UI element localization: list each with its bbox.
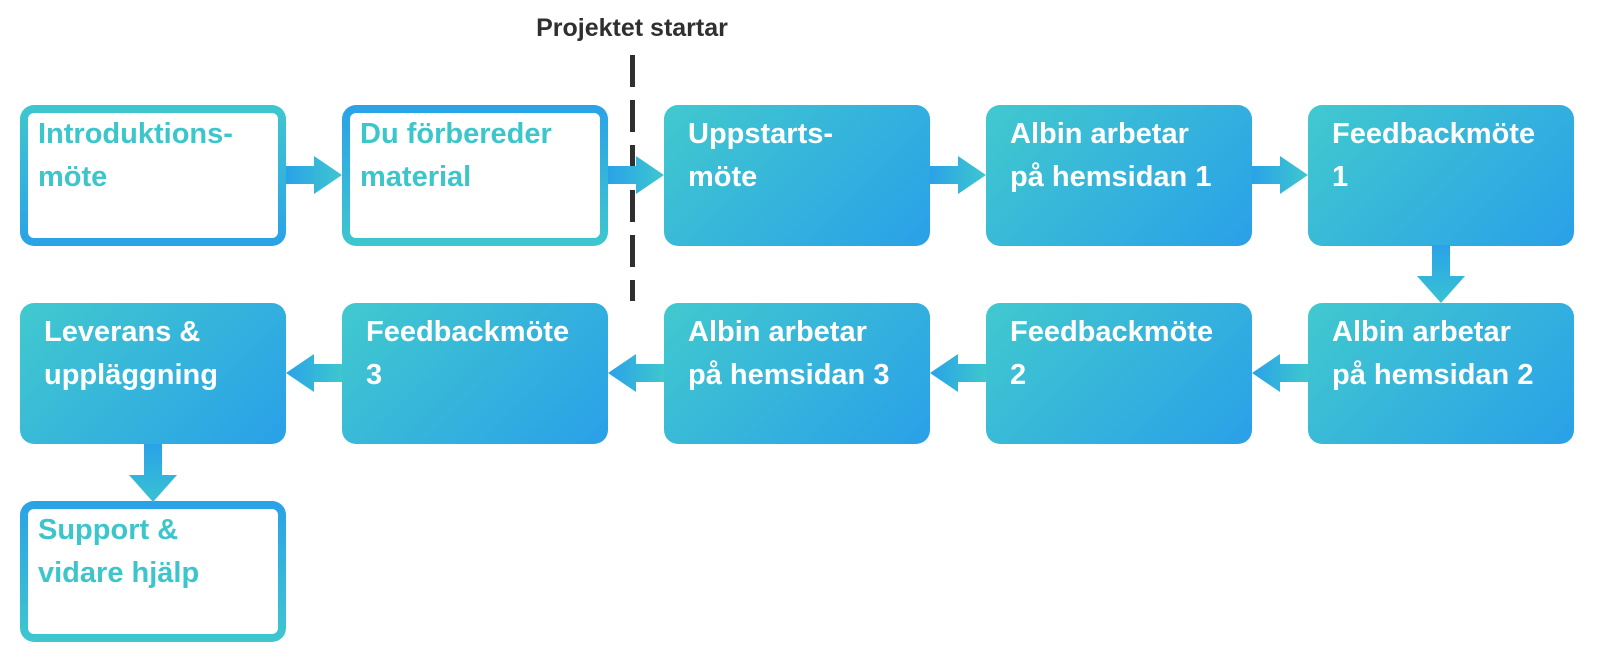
flow-step-albin-arbetar-3: Albin arbetar på hemsidan 3 (664, 303, 930, 444)
step-label-line: Feedbackmöte (366, 316, 570, 348)
step-label-line: Du förbereder (360, 118, 552, 150)
flow-step-albin-arbetar-2: Albin arbetar på hemsidan 2 (1308, 303, 1574, 444)
flow-step-feedbackmote-2: Feedbackmöte 2 (986, 303, 1252, 444)
step-label-line: vidare hjälp (38, 557, 200, 589)
arrow-right-icon (930, 156, 986, 194)
flow-step-uppstartsmote: Uppstarts- möte (664, 105, 930, 246)
step-label-line: Introduktions- (38, 118, 233, 150)
flow-step-support-vidare-hjalp: Support & vidare hjälp (20, 501, 286, 642)
milestone-label: Projektet startar (536, 14, 728, 42)
step-label-line: Albin arbetar (688, 316, 867, 348)
arrow-left-icon (1252, 354, 1308, 392)
step-label-line: Feedbackmöte (1332, 118, 1536, 150)
step-label-line: Albin arbetar (1332, 316, 1511, 348)
step-label-line: 3 (366, 359, 383, 391)
arrow-left-icon (930, 354, 986, 392)
arrow-down-icon (1417, 245, 1465, 303)
step-label-line: Uppstarts- (688, 118, 834, 150)
arrow-right-icon (608, 156, 664, 194)
step-label-line: möte (688, 161, 758, 193)
arrow-left-icon (286, 354, 342, 392)
flow-step-feedbackmote-1: Feedbackmöte 1 (1308, 105, 1574, 246)
step-label-line: på hemsidan 3 (688, 359, 890, 391)
step-label-line: material (360, 161, 472, 193)
step-label-line: Leverans & (44, 316, 201, 348)
step-label-line: på hemsidan 2 (1332, 359, 1534, 391)
step-label-line: 2 (1010, 359, 1027, 391)
step-label-line: Feedbackmöte (1010, 316, 1214, 348)
arrow-down-icon (129, 444, 177, 502)
step-label-line: på hemsidan 1 (1010, 161, 1212, 193)
step-label-line: möte (38, 161, 108, 193)
arrow-right-icon (286, 156, 342, 194)
flow-step-leverans-upplaggning: Leverans & uppläggning (20, 303, 286, 444)
step-label-line: Albin arbetar (1010, 118, 1189, 150)
flow-step-albin-arbetar-1: Albin arbetar på hemsidan 1 (986, 105, 1252, 246)
step-label-line: Support & (38, 514, 179, 546)
step-label-line: 1 (1332, 161, 1349, 193)
flow-step-introduktionsmote: Introduktions- möte (20, 105, 286, 246)
flow-step-feedbackmote-3: Feedbackmöte 3 (342, 303, 608, 444)
step-label-line: uppläggning (44, 359, 218, 391)
flow-step-du-forbereder-material: Du förbereder material (342, 105, 608, 246)
arrow-right-icon (1252, 156, 1308, 194)
arrow-left-icon (608, 354, 664, 392)
